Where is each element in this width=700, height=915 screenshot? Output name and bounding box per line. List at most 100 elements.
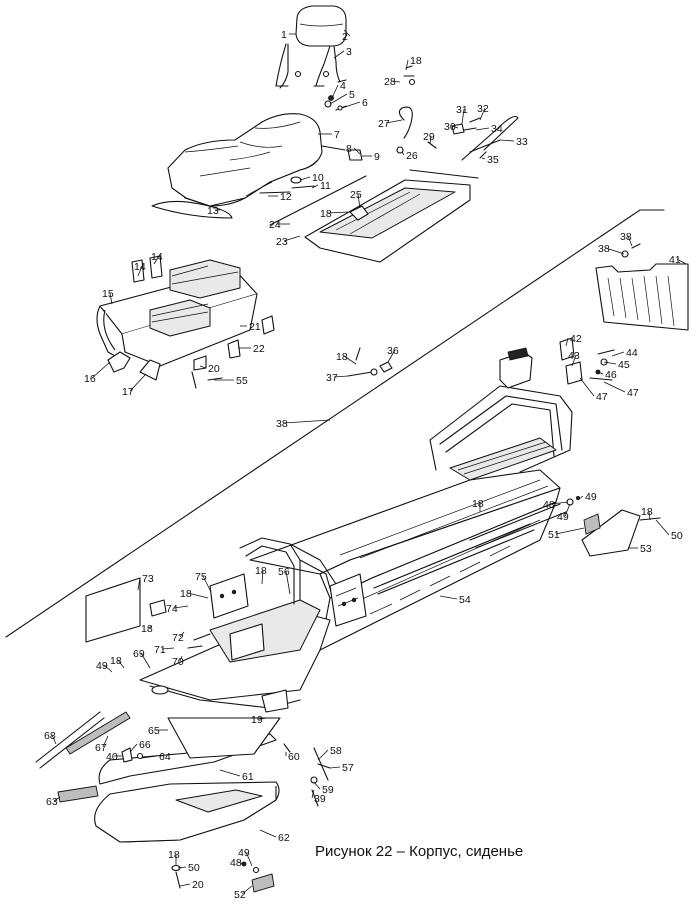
callout-leader — [245, 851, 253, 867]
hull-tunnel — [249, 347, 573, 651]
storage-box — [96, 255, 275, 389]
callout-number: 26 — [406, 150, 418, 162]
callout-leader — [187, 592, 209, 599]
callout-leader — [179, 655, 183, 662]
callout-leader — [577, 495, 584, 501]
callout-number: 17 — [122, 386, 134, 398]
callout-number: 65 — [148, 725, 160, 737]
callout-number: 69 — [133, 648, 145, 660]
callout-leader — [571, 354, 577, 367]
callout-number: 72 — [172, 632, 184, 644]
callout-number: 1 — [281, 29, 287, 41]
rear-side-plate — [566, 495, 661, 557]
callout-leader — [603, 361, 617, 365]
callout-number: 39 — [314, 793, 326, 805]
callout-number: 18 — [336, 351, 348, 363]
callout-leader — [329, 766, 341, 769]
panel-72 — [85, 577, 141, 643]
callout-leader — [343, 29, 351, 37]
callout-leader — [357, 193, 361, 209]
callout-number: 16 — [84, 373, 96, 385]
callout-leader — [103, 664, 113, 673]
callout-number: 14 — [151, 251, 163, 263]
callout-number: 11 — [320, 180, 331, 192]
callout-number: 18 — [641, 506, 653, 518]
callout-leaders — [51, 29, 687, 895]
callout-number: 18 — [180, 588, 192, 600]
callout-number: 12 — [280, 191, 292, 203]
callout-number: 52 — [234, 889, 246, 901]
callout-number: 23 — [276, 236, 288, 248]
seat-base-tray — [269, 169, 479, 263]
callout-number: 48 — [543, 499, 555, 511]
callout-number: 33 — [516, 136, 528, 148]
callout-leader — [313, 781, 321, 790]
callout-leader — [129, 373, 147, 392]
callout-leader — [117, 659, 125, 669]
skid-pan — [94, 717, 281, 843]
callout-number: 61 — [242, 771, 254, 783]
callout-number: 19 — [251, 714, 263, 726]
callout-number: 25 — [350, 189, 362, 201]
callout-number: 18 — [141, 623, 153, 635]
callout-number: 5 — [349, 89, 355, 101]
callout-number: 24 — [269, 219, 281, 231]
callout-leader — [129, 743, 138, 753]
callout-number: 15 — [102, 288, 114, 300]
callout-leader — [241, 885, 253, 895]
callout-number: 60 — [288, 751, 300, 763]
callout-leader — [461, 108, 465, 125]
callout-number: 9 — [374, 151, 380, 163]
callout-leader — [140, 652, 151, 669]
callout-number: 48 — [230, 857, 242, 869]
callout-number: 13 — [207, 205, 219, 217]
callout-leader — [353, 147, 361, 155]
callout-number: 49 — [557, 511, 569, 523]
callout-number: 55 — [236, 375, 248, 387]
callout-number: 38 — [620, 231, 632, 243]
callout-leader — [648, 510, 651, 521]
callout-number: 8 — [346, 143, 352, 155]
callout-number: 18 — [320, 208, 332, 220]
callout-leader — [579, 377, 595, 397]
callout-number: 38 — [276, 418, 288, 430]
callout-number: 68 — [44, 730, 56, 742]
callout-number: 50 — [188, 862, 200, 874]
callout-leader — [258, 717, 269, 720]
callout-leader — [317, 749, 329, 761]
callout-number: 58 — [330, 745, 342, 757]
callout-number: 41 — [669, 254, 681, 266]
callout-number: 2 — [342, 31, 348, 43]
callout-leader — [53, 796, 61, 802]
callout-number: 20 — [208, 363, 220, 375]
callout-number: 66 — [139, 739, 151, 751]
callout-leader — [299, 176, 311, 181]
callout-number: 21 — [249, 321, 261, 333]
callout-number: 30 — [444, 121, 456, 133]
callout-number: 59 — [322, 784, 334, 796]
callout-leader — [331, 84, 339, 99]
callout-leader — [202, 575, 211, 591]
callout-number: 3 — [346, 46, 352, 58]
callout-number: 10 — [312, 172, 324, 184]
callout-leader — [343, 355, 357, 365]
seat-cushion — [151, 113, 323, 219]
callout-number: 63 — [46, 796, 58, 808]
callout-number: 74 — [166, 603, 178, 615]
callout-leader — [285, 570, 291, 595]
callout-number: 28 — [384, 76, 396, 88]
callout-leader — [237, 861, 245, 865]
callout-leader — [311, 789, 315, 799]
callout-number: 27 — [378, 118, 390, 130]
callout-leader — [259, 829, 277, 838]
callout-number: 70 — [172, 656, 184, 668]
callout-leader — [137, 577, 141, 591]
callout-leader — [499, 139, 515, 142]
callout-number: 18 — [410, 55, 422, 67]
callout-number: 54 — [459, 594, 471, 606]
callout-leader — [91, 361, 111, 379]
callout-number: 7 — [334, 129, 340, 141]
callout-leader — [137, 265, 143, 277]
callout-number: 56 — [278, 566, 290, 578]
